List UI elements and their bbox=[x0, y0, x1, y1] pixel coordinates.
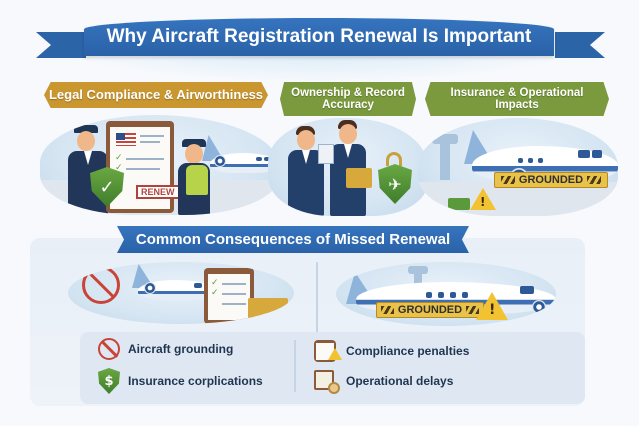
insurance-illustration: GROUNDED ! bbox=[418, 118, 618, 216]
warning-triangle-icon bbox=[476, 292, 508, 320]
businessman-left-figure bbox=[288, 126, 324, 216]
renew-stamp: RENEW bbox=[136, 185, 180, 199]
warning-mark: ! bbox=[480, 195, 486, 209]
consequence-compliance-penalties: Compliance penalties bbox=[314, 340, 469, 362]
barrier-text: GROUNDED bbox=[518, 174, 584, 186]
consequence-label: Operational delays bbox=[346, 374, 454, 388]
section-label-insurance: Insurance & Operational Impacts bbox=[425, 82, 609, 116]
no-fly-sign-icon bbox=[82, 266, 120, 304]
panel-divider bbox=[316, 262, 318, 332]
warning-triangle-icon bbox=[470, 188, 496, 210]
clipboard-warning-icon bbox=[314, 340, 342, 362]
registration-clipboard-icon: ✓ ✓ RENEW bbox=[106, 121, 180, 213]
page-title: Why Aircraft Registration Renewal Is Imp… bbox=[84, 18, 554, 56]
control-tower-cab bbox=[408, 266, 428, 274]
grounded-barrier: GROUNDED bbox=[376, 302, 484, 318]
consequence-label: Compliance penalties bbox=[346, 344, 470, 358]
section-label-ownership: Ownership & Record Accuracy bbox=[280, 82, 416, 116]
plane-shield-icon: ✈ bbox=[378, 164, 412, 204]
private-jet-icon bbox=[128, 264, 218, 314]
consequence-aircraft-grounding: Aircraft grounding bbox=[96, 338, 233, 360]
consequence-label: Insurance corplications bbox=[128, 374, 263, 388]
consequences-left-illustration: ✓ ✓ bbox=[68, 262, 294, 324]
money-stack-icon bbox=[448, 198, 470, 210]
ownership-illustration: ✈ bbox=[268, 118, 428, 216]
ribbon-tail-left bbox=[36, 32, 86, 58]
consequence-insurance-complications: $ Insurance corplications bbox=[96, 368, 263, 394]
documents-icon bbox=[318, 144, 334, 164]
section-label-line2: Impacts bbox=[495, 99, 539, 111]
folder-icon bbox=[346, 168, 372, 188]
file-folders-icon bbox=[248, 298, 288, 320]
section-label-line2: Accuracy bbox=[322, 99, 374, 111]
legal-compliance-illustration: ✓ ✓ RENEW ✓ bbox=[40, 115, 280, 215]
padlock-icon bbox=[386, 152, 402, 166]
ribbon-tail-right bbox=[555, 32, 605, 58]
section-label-line1: Ownership & Record bbox=[291, 86, 405, 99]
list-divider bbox=[294, 340, 296, 392]
private-jet-icon bbox=[200, 135, 280, 185]
grounded-barrier: GROUNDED bbox=[494, 172, 608, 188]
ground-crew-inspector-figure bbox=[178, 139, 210, 215]
barrier-text: GROUNDED bbox=[397, 304, 463, 316]
section-label-legal-compliance: Legal Compliance & Airworthiness bbox=[44, 82, 268, 108]
section-label-text: Legal Compliance & Airworthiness bbox=[48, 87, 264, 103]
consequences-right-illustration: GROUNDED ! bbox=[336, 262, 556, 326]
consequence-operational-delays: Operational delays bbox=[314, 370, 454, 394]
consequence-label: Aircraft grounding bbox=[128, 342, 234, 356]
checklist-clipboard-icon: ✓ ✓ bbox=[204, 268, 254, 324]
warning-mark: ! bbox=[489, 302, 496, 318]
control-tower-cab bbox=[432, 134, 458, 144]
consequences-title: Common Consequences of Missed Renewal bbox=[117, 226, 469, 253]
dollar-shield-icon: $ bbox=[96, 368, 122, 394]
us-flag-icon bbox=[116, 133, 136, 146]
control-tower-icon bbox=[440, 140, 450, 180]
no-fly-plane-icon bbox=[96, 338, 122, 360]
documents-clock-icon bbox=[314, 370, 340, 394]
section-label-line1: Insurance & Operational bbox=[450, 86, 584, 99]
